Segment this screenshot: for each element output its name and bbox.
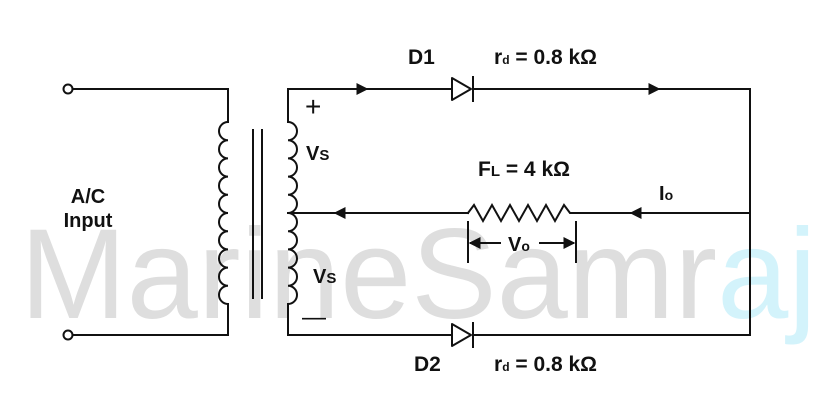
diode-d1-triangle [451,77,472,101]
diode-d1 [451,76,474,102]
input-label-line2: Input [64,210,113,232]
transformer [218,121,298,305]
labels: A/C Input + — VS VS D1 rd = 0.8 kΩ D2 rd… [64,46,674,376]
d2-resistance-label: rd = 0.8 kΩ [494,353,597,376]
d1-resistance-label: rd = 0.8 kΩ [494,46,597,69]
diode-d2 [451,322,474,348]
minus-sign: — [302,304,326,331]
watermark-text: MarineSamraj [20,203,816,346]
d2-label: D2 [414,353,441,376]
secondary-circuit [287,76,751,348]
load-resistor [466,202,577,224]
output-current-label: Io [659,183,673,205]
watermark-part-2: Samr [411,203,717,346]
load-resistance-label: FL = 4 kΩ [478,158,570,181]
primary-wire-top [72,88,229,123]
watermark-part-1: Marine [20,203,411,346]
d1-label: D1 [408,46,435,69]
vs-bottom-label: VS [313,266,336,288]
watermark: MarineSamraj [20,203,816,346]
primary-winding [218,121,229,305]
watermark-part-3: aj [717,203,816,346]
output-voltage-label: Vo [508,234,530,256]
input-terminal-bottom [62,329,74,341]
input-terminal-top [62,83,74,95]
input-terminals [62,83,229,341]
input-label-line1: A/C [71,186,105,208]
bottom-wire-to-d2 [287,303,453,336]
primary-wire-bottom [72,303,229,336]
vs-top-label: VS [306,143,329,165]
plus-sign: + [305,91,321,122]
diode-d2-triangle [451,323,472,347]
